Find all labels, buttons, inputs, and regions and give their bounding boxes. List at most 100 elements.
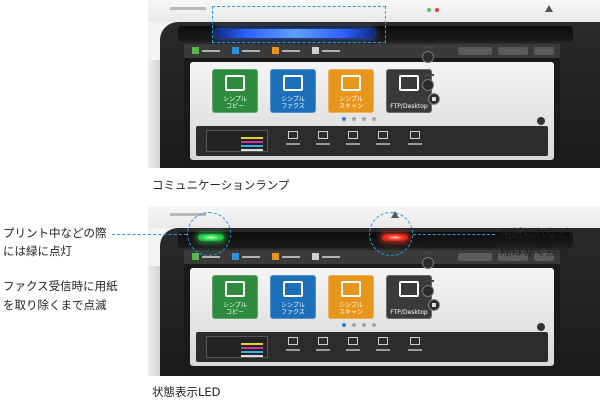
ftp-desktop-tile[interactable]: FTP/Desktop — [386, 69, 432, 113]
header-button[interactable] — [498, 47, 528, 55]
job-status-icon[interactable] — [288, 337, 298, 345]
communication-lamp-highlight — [212, 6, 386, 43]
simple-scan-tile[interactable]: シンプル スキャン — [328, 275, 374, 319]
printer-panel-top: シンプル コピー シンプル ファクス シンプル スキャン FTP/Desktop — [148, 0, 600, 168]
tile-label: FTP/Desktop — [390, 103, 428, 110]
key-label — [424, 46, 434, 48]
mode-tab-fax[interactable] — [232, 253, 262, 261]
fax-icon — [283, 75, 303, 91]
header-button[interactable] — [458, 47, 492, 55]
simple-scan-tile[interactable]: シンプル スキャン — [328, 69, 374, 113]
power-button[interactable] — [422, 257, 434, 269]
tile-label: シンプル コピー — [223, 96, 247, 110]
printer-panel-bottom: シンプル コピー シンプル ファクス シンプル スキャン FTP/Desktop — [148, 206, 600, 376]
toner-status-box — [206, 130, 268, 152]
fax-note-line2: を取り除くまで点滅 — [3, 298, 107, 312]
brand-marking — [170, 213, 206, 216]
touch-screen[interactable]: シンプル コピー シンプル ファクス シンプル スキャン FTP/Desktop — [184, 44, 560, 168]
tile-label: シンプル スキャン — [338, 302, 363, 316]
mode-tab-fax[interactable] — [232, 47, 262, 55]
home-panel: シンプル コピー シンプル ファクス シンプル スキャン FTP/Desktop — [190, 268, 554, 366]
page-dot[interactable] — [342, 117, 346, 121]
home-icon[interactable] — [428, 299, 440, 311]
screen-header — [184, 44, 560, 58]
tile-label: シンプル ファクス — [281, 96, 305, 110]
page-indicator — [342, 323, 402, 329]
power-button[interactable] — [422, 51, 434, 63]
wrench-icon[interactable] — [378, 131, 388, 139]
simple-copy-tile[interactable]: シンプル コピー — [212, 275, 258, 319]
communication-lamp — [216, 29, 374, 38]
job-status-icon[interactable] — [288, 131, 298, 139]
mode-tab-desktop[interactable] — [312, 47, 342, 55]
key-label — [424, 74, 434, 76]
header-button[interactable] — [534, 47, 554, 55]
monitor-icon — [399, 75, 419, 91]
mode-tab-desktop[interactable] — [312, 253, 342, 261]
next-page-button[interactable] — [537, 117, 545, 125]
page-dot[interactable] — [372, 323, 376, 327]
copy-icon — [225, 281, 245, 297]
simple-fax-tile[interactable]: シンプル ファクス — [270, 69, 316, 113]
page-dot[interactable] — [352, 117, 356, 121]
screen-bottom-bar — [196, 332, 548, 362]
screen-header — [184, 250, 560, 264]
red-led-highlight — [369, 212, 413, 256]
home-icon[interactable] — [428, 93, 440, 105]
fax-icon — [283, 281, 303, 297]
page-dot[interactable] — [362, 323, 366, 327]
page-dot[interactable] — [352, 323, 356, 327]
red-led-note-line2: 際は赤く点滅 — [500, 244, 569, 258]
network-icon[interactable] — [410, 337, 420, 345]
simple-fax-tile[interactable]: シンプル ファクス — [270, 275, 316, 319]
monitor-icon — [399, 281, 419, 297]
mini-status-light — [427, 8, 431, 12]
green-led-note-line1: プリント中などの際 — [3, 226, 107, 240]
touch-screen[interactable]: シンプル コピー シンプル ファクス シンプル スキャン FTP/Desktop — [184, 250, 560, 374]
panel-left-side — [148, 60, 162, 168]
document-icon[interactable] — [318, 337, 328, 345]
mode-tab-scan[interactable] — [272, 253, 302, 261]
simple-copy-tile[interactable]: シンプル コピー — [212, 69, 258, 113]
warning-triangle-icon — [545, 5, 553, 12]
ftp-desktop-tile[interactable]: FTP/Desktop — [386, 275, 432, 319]
mini-status-light — [435, 8, 439, 12]
red-led-note-line1: 用紙切れなどの — [500, 226, 581, 240]
key-label — [424, 280, 434, 282]
settings-icon[interactable] — [348, 337, 358, 345]
fax-note-line1: ファクス受信時に用紙 — [3, 279, 118, 293]
mode-tab-copy[interactable] — [192, 47, 222, 55]
energy-save-button[interactable] — [422, 79, 434, 91]
settings-icon[interactable] — [348, 131, 358, 139]
green-led-highlight — [187, 212, 231, 256]
tile-label: シンプル スキャン — [338, 96, 363, 110]
home-panel: シンプル コピー シンプル ファクス シンプル スキャン FTP/Desktop — [190, 62, 554, 160]
communication-lamp-caption: コミュニケーションランプ — [152, 178, 290, 192]
key-label — [424, 252, 434, 254]
screen-bottom-bar — [196, 126, 548, 156]
next-page-button[interactable] — [537, 323, 545, 331]
wrench-icon[interactable] — [378, 337, 388, 345]
tile-label: シンプル ファクス — [281, 302, 305, 316]
page-dot[interactable] — [342, 323, 346, 327]
energy-save-button[interactable] — [422, 285, 434, 297]
page-dot[interactable] — [372, 117, 376, 121]
tile-label: FTP/Desktop — [390, 309, 428, 316]
page-dot[interactable] — [362, 117, 366, 121]
header-button[interactable] — [534, 253, 554, 261]
green-led-leader — [112, 234, 187, 235]
header-button[interactable] — [498, 253, 528, 261]
red-led-leader — [413, 234, 495, 235]
network-icon[interactable] — [410, 131, 420, 139]
mode-tab-copy[interactable] — [192, 253, 222, 261]
scan-icon — [341, 75, 361, 91]
scan-icon — [341, 281, 361, 297]
document-icon[interactable] — [318, 131, 328, 139]
panel-left-side — [148, 266, 162, 376]
header-button[interactable] — [458, 253, 492, 261]
status-led-caption: 状態表示LED — [152, 385, 221, 399]
brand-marking — [170, 7, 206, 10]
toner-status-box — [206, 336, 268, 358]
mode-tab-scan[interactable] — [272, 47, 302, 55]
page-indicator — [342, 117, 402, 123]
